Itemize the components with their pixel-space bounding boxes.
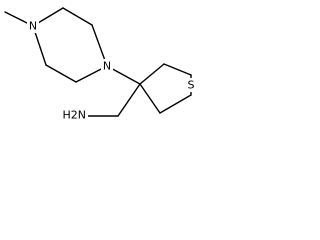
bond-s-cc: [159, 94, 192, 114]
atom-label-n4: N: [103, 60, 111, 73]
bond-cc-cq: [139, 83, 161, 114]
bond-ca-cb: [163, 63, 192, 76]
atom-label-n1: N: [29, 20, 37, 33]
bond-c2-c3: [62, 7, 93, 26]
bond-c5-c6: [45, 64, 77, 83]
bond-cq-ch2: [117, 83, 141, 117]
atom-label-s: S: [188, 79, 195, 92]
bond-cq-ca: [139, 63, 165, 85]
chemical-structure-diagram: N N S H2N: [4, 7, 197, 122]
atom-label-amine: H2N: [63, 109, 87, 122]
